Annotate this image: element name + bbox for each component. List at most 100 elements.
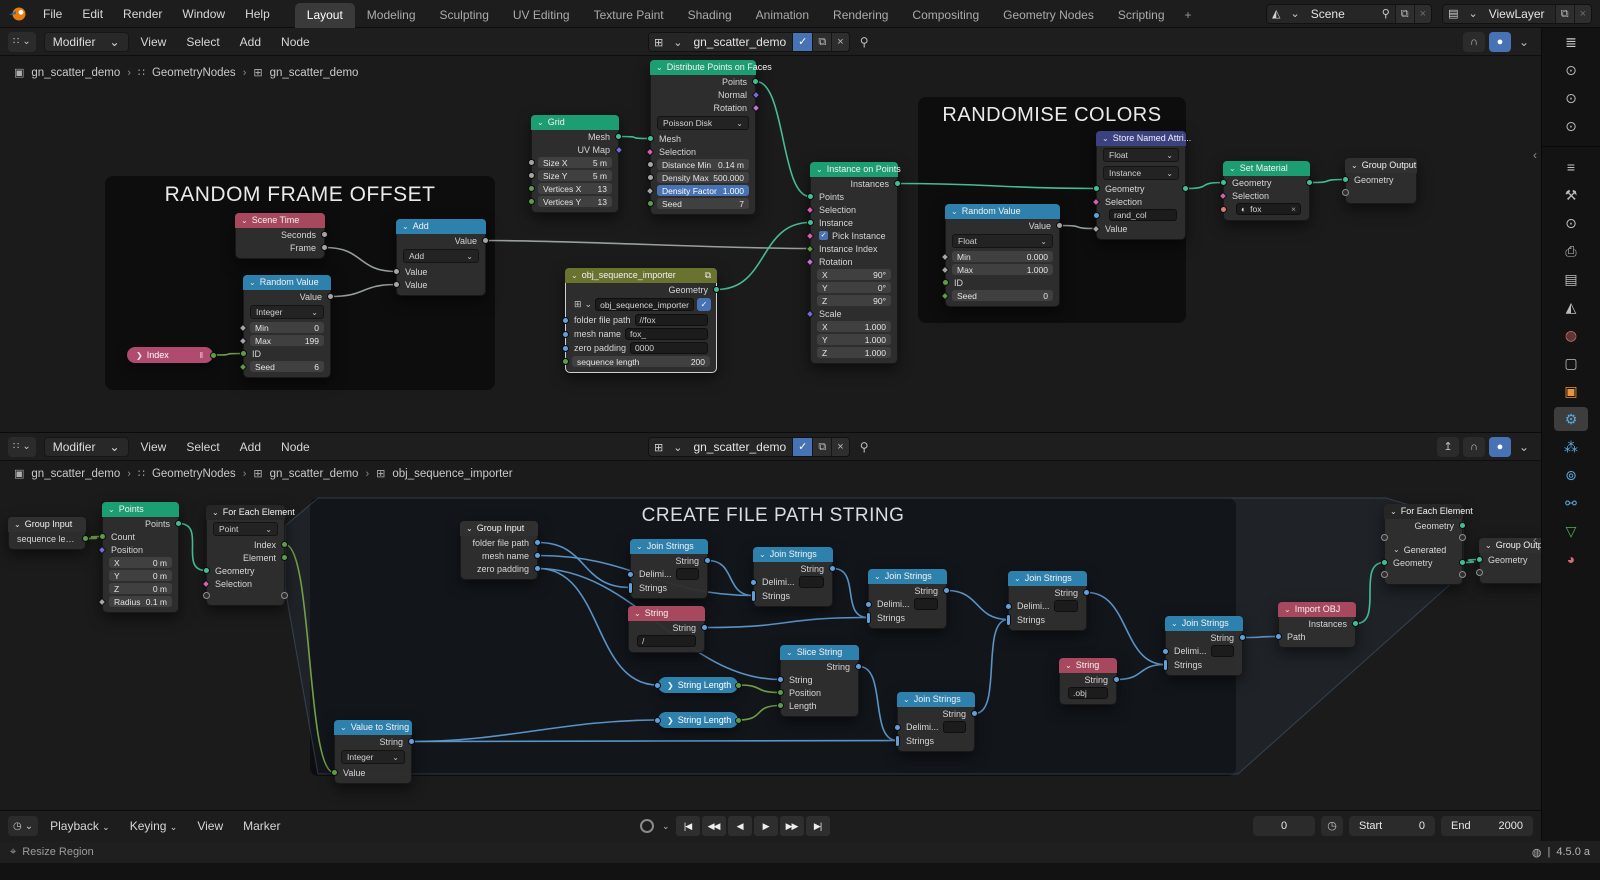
collapse-icon[interactable]: ⌄ bbox=[1014, 574, 1021, 583]
green-socket[interactable] bbox=[281, 541, 288, 548]
add-workspace-button[interactable]: + bbox=[1184, 7, 1192, 22]
green-socket[interactable] bbox=[562, 358, 569, 365]
vec-socket[interactable] bbox=[751, 90, 761, 99]
checkbox-checked[interactable]: ✓ bbox=[819, 231, 828, 240]
collapse-icon[interactable]: ⌄ bbox=[340, 723, 347, 732]
delete-scene-button[interactable]: × bbox=[1413, 4, 1432, 23]
open-socket[interactable] bbox=[281, 592, 288, 599]
frame-end-field[interactable]: End 2000 bbox=[1441, 816, 1533, 836]
breadcrumb-item[interactable]: gn_scatter_demo bbox=[269, 66, 359, 79]
editor-type-button[interactable]: ◷ ⌄ bbox=[8, 816, 39, 836]
viewlayer-selector[interactable]: ▤ ⌄ ViewLayer ⧉ × bbox=[1442, 3, 1592, 24]
node-header[interactable]: ⌄Group Output bbox=[1479, 538, 1541, 553]
pink-socket[interactable] bbox=[805, 231, 815, 240]
menu-add[interactable]: Add bbox=[239, 34, 262, 49]
teal-socket[interactable] bbox=[1459, 559, 1466, 566]
node-tree-name[interactable]: obj_sequence_importer bbox=[595, 298, 694, 311]
collapse-icon[interactable]: ⌄ bbox=[1390, 507, 1397, 516]
green-socket[interactable] bbox=[528, 198, 535, 205]
delimi-text-input[interactable] bbox=[1210, 645, 1234, 657]
green-socket[interactable] bbox=[99, 533, 106, 540]
pink-socket[interactable] bbox=[1218, 191, 1228, 200]
teal-socket[interactable] bbox=[807, 193, 814, 200]
node-header[interactable]: ⌄Join Strings bbox=[1165, 616, 1243, 631]
tab-rendering[interactable]: Rendering bbox=[833, 7, 889, 22]
green-socket[interactable] bbox=[942, 279, 949, 286]
frame-create-file-path-string[interactable]: CREATE FILE PATH STRING bbox=[310, 498, 1236, 776]
tab-sculpting[interactable]: Sculpting bbox=[439, 7, 489, 22]
grey-socket[interactable] bbox=[393, 268, 400, 275]
menu-marker[interactable]: Marker bbox=[243, 819, 281, 833]
node-header[interactable]: ⌄Grid bbox=[531, 115, 619, 130]
blue-socket[interactable] bbox=[1275, 633, 1282, 640]
close-icon[interactable]: × bbox=[1291, 204, 1296, 214]
node-header[interactable]: ⌄Join Strings bbox=[868, 569, 947, 584]
green-socket[interactable] bbox=[805, 244, 815, 253]
green-socket[interactable] bbox=[735, 681, 742, 689]
string-value-input[interactable]: / bbox=[637, 635, 696, 647]
tab-output[interactable]: ⎙ bbox=[1565, 242, 1577, 259]
green-socket[interactable] bbox=[331, 769, 338, 776]
tab-tool[interactable]: ⚒ bbox=[1564, 186, 1578, 203]
blue-socket[interactable] bbox=[866, 611, 871, 624]
blue-socket[interactable] bbox=[1093, 211, 1100, 219]
tab-particles[interactable]: ⁂ bbox=[1564, 438, 1578, 455]
tab-scripting[interactable]: Scripting bbox=[1117, 7, 1165, 22]
tab-shading[interactable]: Shading bbox=[687, 7, 732, 22]
node-header[interactable]: ⌄Slice String bbox=[780, 645, 859, 660]
collapse-icon[interactable]: ⌄ bbox=[1284, 605, 1291, 614]
teal-socket[interactable] bbox=[807, 219, 814, 226]
unlink-node-tree-button[interactable]: × bbox=[831, 33, 849, 51]
node-editor-top[interactable]: ∷ ⌄ Modifier ⌄ View Select Add Node ⊞ ⌄ … bbox=[0, 28, 1541, 432]
outliner-icon[interactable]: ≣ bbox=[1565, 33, 1577, 50]
chevron-down-icon[interactable]: ⌄ bbox=[673, 36, 683, 49]
grey-socket[interactable] bbox=[647, 161, 654, 168]
node-tree-selector[interactable]: ⊞ ⌄ gn_scatter_demo ✓ ⧉ × bbox=[648, 437, 850, 457]
grey-socket[interactable] bbox=[393, 281, 400, 288]
teal-socket[interactable] bbox=[1182, 185, 1189, 192]
open-socket[interactable] bbox=[1342, 189, 1349, 196]
integer-dropdown[interactable]: Integer⌄ bbox=[250, 305, 324, 319]
vec-socket[interactable] bbox=[614, 145, 624, 154]
rot-socket[interactable] bbox=[751, 103, 761, 112]
tab-texture-paint[interactable]: Texture Paint bbox=[593, 7, 664, 22]
region-collapse-icon[interactable]: ‹ bbox=[1533, 533, 1537, 547]
delete-viewlayer-button[interactable]: × bbox=[1573, 4, 1591, 23]
green-socket[interactable] bbox=[777, 702, 784, 709]
collapse-icon[interactable]: ⌄ bbox=[14, 520, 21, 529]
open-socket[interactable] bbox=[1476, 569, 1483, 576]
collapse-icon[interactable]: ⌄ bbox=[1393, 545, 1400, 554]
delimi-text-input[interactable] bbox=[1053, 600, 1078, 612]
node-tree-selector[interactable]: ⊞ ⌄ gn_scatter_demo ✓ ⧉ × bbox=[648, 32, 850, 52]
mesh-name-text-input[interactable]: fox_ bbox=[625, 328, 708, 340]
node-header[interactable]: ⌄Import OBJ bbox=[1278, 602, 1356, 617]
blue-socket[interactable] bbox=[562, 316, 569, 324]
new-viewlayer-button[interactable]: ⧉ bbox=[1554, 4, 1574, 23]
open-socket[interactable] bbox=[1381, 534, 1388, 541]
teal-socket[interactable] bbox=[713, 286, 720, 293]
collapse-icon[interactable]: ⌄ bbox=[874, 572, 881, 581]
teal-socket[interactable] bbox=[1306, 179, 1313, 186]
collapse-icon[interactable]: ⌄ bbox=[1102, 134, 1109, 143]
node-header[interactable]: ⌄Distribute Points on Faces bbox=[650, 60, 772, 75]
blue-socket[interactable] bbox=[894, 723, 901, 731]
index-node[interactable]: ❯Index‖ bbox=[127, 347, 217, 363]
collapse-icon[interactable]: ⌄ bbox=[466, 524, 473, 533]
tab-layout[interactable]: Layout bbox=[294, 2, 355, 28]
node-header[interactable]: ⌄Store Named Attri... bbox=[1096, 131, 1191, 146]
copy-node-tree-button[interactable]: ⧉ bbox=[812, 33, 832, 51]
node-header[interactable]: ⌄For Each Element bbox=[1384, 504, 1473, 519]
node-header[interactable]: ⌄Group Output bbox=[1345, 158, 1417, 173]
point-dropdown[interactable]: Point⌄ bbox=[213, 522, 278, 536]
